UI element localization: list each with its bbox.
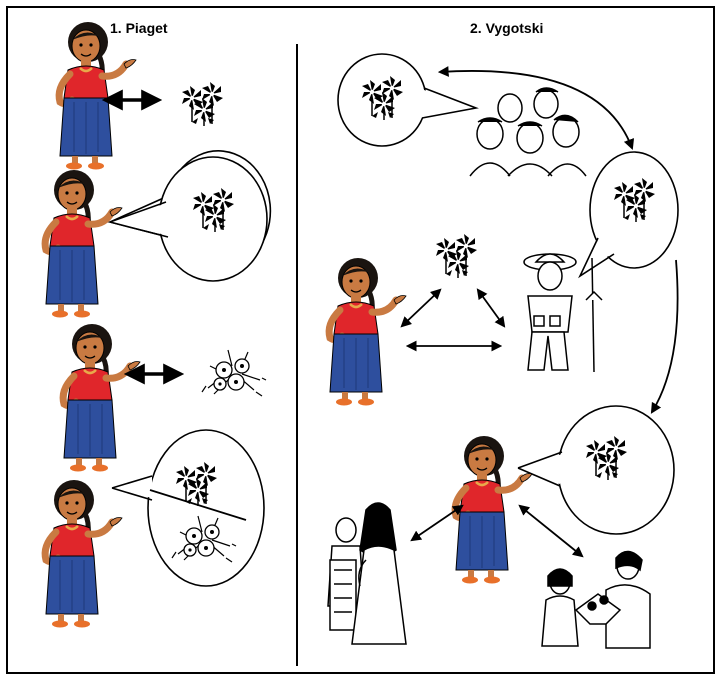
girl-figure-icon xyxy=(63,324,140,472)
curved-arrow xyxy=(650,259,679,414)
bouquet-icon xyxy=(201,349,267,397)
column-divider xyxy=(296,44,298,666)
gardener-icon xyxy=(523,253,603,373)
girl-figure-icon xyxy=(45,170,122,318)
people-group-icon xyxy=(469,87,587,177)
girl-figure-icon xyxy=(45,480,122,628)
double-arrow-icon xyxy=(400,288,442,328)
double-arrow-icon xyxy=(518,504,584,558)
piaget-title: 1. Piaget xyxy=(110,20,168,36)
speech-bubble-icon xyxy=(589,151,679,269)
girl-figure-icon xyxy=(329,258,406,406)
curved-arrow xyxy=(437,66,635,151)
flower-icon xyxy=(181,81,224,127)
double-arrow-icon xyxy=(476,288,506,328)
flower-icon xyxy=(435,233,478,279)
girl-figure-icon xyxy=(59,22,136,170)
separator-line xyxy=(149,489,247,521)
vygotski-title: 2. Vygotski xyxy=(470,20,544,36)
flower-shop-icon xyxy=(541,550,651,649)
girl-figure-icon xyxy=(455,436,532,584)
couple-icon xyxy=(327,502,407,645)
double-arrow-icon xyxy=(410,504,464,542)
